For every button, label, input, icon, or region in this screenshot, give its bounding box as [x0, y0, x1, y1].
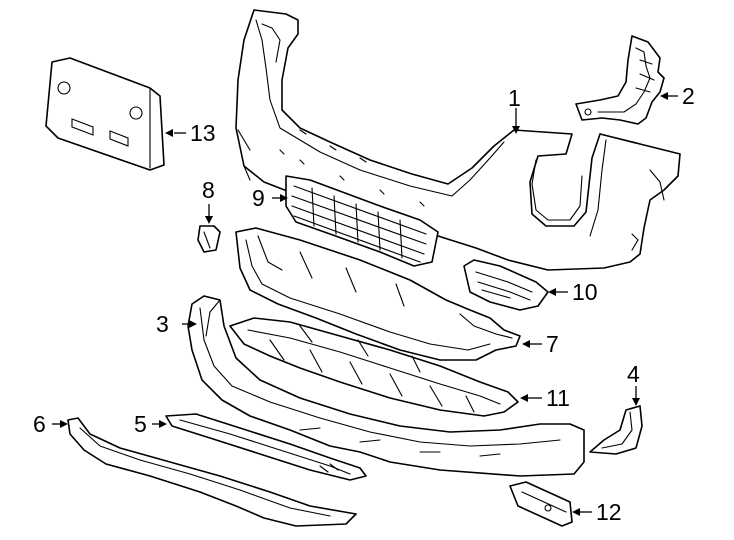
- lower-valance: [187, 295, 585, 477]
- leader-arrow-5: [159, 420, 167, 428]
- callout-2: 2: [682, 83, 695, 109]
- leader-arrow-12: [572, 508, 580, 516]
- clip: [197, 225, 221, 253]
- skid-plate-molding: [165, 413, 367, 481]
- callout-12: 12: [596, 499, 622, 525]
- leader-arrow-13: [165, 129, 173, 137]
- bumper-cover: [235, 9, 681, 271]
- leader-arrow-2: [660, 92, 668, 100]
- leader-arrow-7: [522, 340, 530, 348]
- callout-11: 11: [546, 385, 570, 411]
- leader-arrow-1: [512, 126, 520, 134]
- side-bracket: [575, 35, 665, 125]
- tow-hook-cover: [509, 481, 573, 527]
- callout-labels: 1 2 3 4 5 6 7 8 9 10 11 12 13: [33, 83, 695, 525]
- callout-1: 1: [508, 85, 521, 111]
- callout-13: 13: [190, 120, 216, 146]
- corner-bracket: [589, 405, 643, 455]
- lower-molding: [67, 417, 357, 527]
- fog-lamp-bezel: [463, 259, 549, 311]
- energy-absorber: [235, 227, 521, 361]
- callout-4: 4: [627, 361, 640, 387]
- leader-arrow-6: [60, 420, 68, 428]
- grille: [285, 175, 439, 267]
- callout-7: 7: [546, 331, 559, 357]
- leader-arrow-11: [520, 394, 528, 402]
- deflector-shield: [229, 317, 519, 417]
- leader-arrow-3: [189, 320, 197, 328]
- leader-arrow-4: [632, 398, 640, 406]
- leader-arrow-9: [280, 194, 288, 202]
- leader-arrow-10: [548, 288, 556, 296]
- callout-5: 5: [134, 411, 147, 437]
- callout-6: 6: [33, 411, 46, 437]
- callout-10: 10: [572, 279, 598, 305]
- callout-leaders: [52, 92, 678, 516]
- leader-arrow-8: [205, 216, 213, 224]
- callout-9: 9: [252, 185, 265, 211]
- callout-8: 8: [202, 177, 215, 203]
- license-plate-bracket: [45, 57, 165, 171]
- callout-3: 3: [156, 311, 169, 337]
